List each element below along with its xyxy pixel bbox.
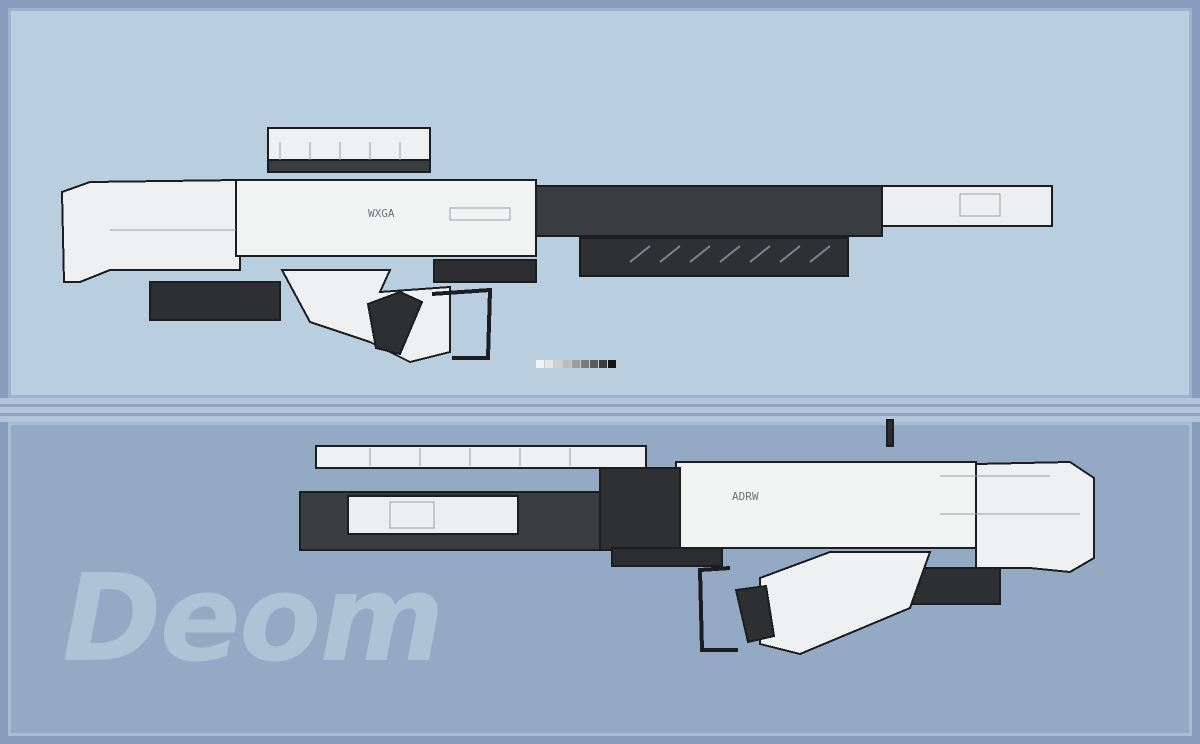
panel-divider	[0, 398, 1200, 422]
palette-swatch	[536, 360, 544, 368]
weapon-bottom-sprite: ADRW	[299, 419, 1095, 656]
palette-swatch	[563, 360, 571, 368]
artist-watermark: Deom	[62, 550, 444, 689]
palette-swatch	[608, 360, 616, 368]
palette-swatch	[545, 360, 553, 368]
palette-swatch	[554, 360, 562, 368]
palette-swatch	[599, 360, 607, 368]
engraving-top: WXGA	[368, 207, 395, 220]
weapon-top-sprite: WXGA	[60, 127, 1053, 364]
engraving-bottom: ADRW	[732, 490, 759, 503]
palette-swatch	[581, 360, 589, 368]
palette-swatch	[590, 360, 598, 368]
color-palette	[536, 360, 616, 368]
palette-swatch	[572, 360, 580, 368]
